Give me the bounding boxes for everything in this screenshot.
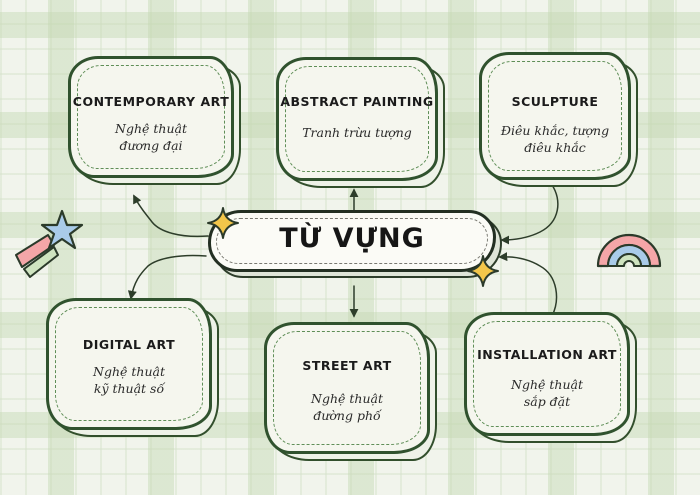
card-street-art: STREET ART Nghệ thuật đường phố <box>264 322 437 461</box>
card-subtitle-line-1: Nghệ thuật <box>93 364 165 379</box>
card-subtitle-line-2: đường phố <box>313 408 381 423</box>
sparkle-icon <box>467 255 499 287</box>
central-box <box>208 210 496 272</box>
card-sculpture: SCULPTURE Điêu khắc, tượng điêu khắc <box>479 52 638 187</box>
card-installation-art: INSTALLATION ART Nghệ thuật sắp đặt <box>464 312 637 443</box>
central-dashed-border <box>216 218 488 264</box>
card-title: DIGITAL ART <box>82 337 176 352</box>
card-subtitle-line-2: sắp đặt <box>523 394 571 409</box>
rainbow-icon <box>596 233 662 268</box>
card-subtitle-line-1: Tranh trừu tượng <box>302 125 412 140</box>
card-dashed-border <box>55 307 203 421</box>
link-digital <box>127 254 207 300</box>
card-digital-art: DIGITAL ART Nghệ thuật kỹ thuật số <box>46 298 219 437</box>
link-installation <box>498 252 558 317</box>
link-sculpture <box>500 184 559 245</box>
card-subtitle-line-1: Nghệ thuật <box>115 121 187 136</box>
card-title: ABSTRACT PAINTING <box>280 94 434 109</box>
card-dashed-border <box>273 331 421 445</box>
card-title: STREET ART <box>302 358 392 373</box>
card-title: INSTALLATION ART <box>477 347 617 362</box>
central-title: TỪ VỰNG <box>279 223 425 254</box>
card-subtitle-line-2: điêu khắc <box>524 140 586 155</box>
central-topic: TỪ VỰNG <box>208 210 502 278</box>
card-contemporary-art: CONTEMPORARY ART Nghệ thuật đương đại <box>68 56 241 185</box>
card-subtitle-line-1: Nghệ thuật <box>511 377 583 392</box>
card-subtitle-line-1: Nghệ thuật <box>311 391 383 406</box>
card-subtitle-line-1: Điêu khắc, tượng <box>500 123 610 138</box>
card-title: SCULPTURE <box>511 94 599 109</box>
card-abstract-painting: ABSTRACT PAINTING Tranh trừu tượng <box>276 57 445 188</box>
card-dashed-border <box>473 321 621 427</box>
sparkle-icon <box>207 207 239 239</box>
card-subtitle-line-2: kỹ thuật số <box>93 381 165 396</box>
card-subtitle-line-2: đương đại <box>119 138 183 153</box>
card-dashed-border <box>77 65 225 169</box>
shooting-star-icon <box>15 209 84 278</box>
card-title: CONTEMPORARY ART <box>72 94 230 109</box>
link-contemporary <box>133 194 209 238</box>
card-dashed-border <box>488 61 622 171</box>
card-dashed-border <box>285 66 429 172</box>
